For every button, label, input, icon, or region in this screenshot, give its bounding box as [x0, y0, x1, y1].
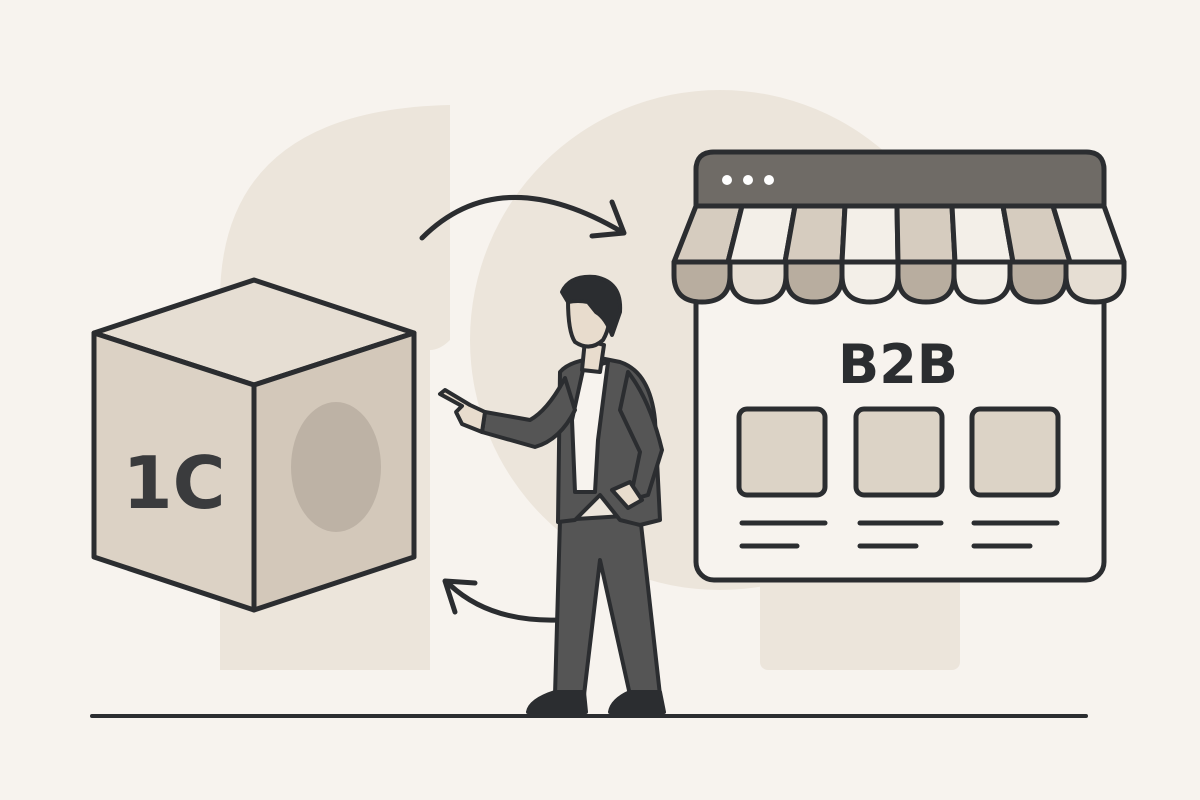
cube-circle-emblem [291, 402, 381, 532]
sync-arrow-left-icon [442, 578, 561, 623]
browser-titlebar [693, 149, 1107, 209]
browser-dot-icon [722, 175, 732, 185]
product-card [969, 406, 1061, 498]
1c-cube-icon [91, 277, 417, 613]
storefront-label: B2B [838, 333, 958, 396]
b2b-storefront: B2B [671, 149, 1127, 583]
browser-dot-icon [743, 175, 753, 185]
product-cards [736, 406, 1061, 498]
person-figure [438, 274, 666, 714]
browser-dot-icon [764, 175, 774, 185]
awning-icon [671, 203, 1127, 305]
cube-label: 1C [123, 441, 226, 525]
product-card [853, 406, 945, 498]
sync-arrow-right-icon [419, 195, 627, 241]
product-card [736, 406, 828, 498]
product-text-lines [739, 520, 1060, 549]
